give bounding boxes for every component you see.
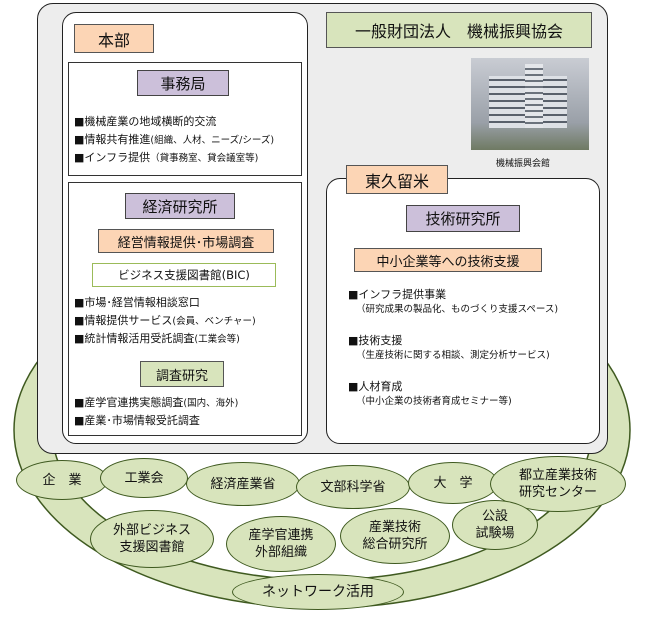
jimukyoku-title: 事務局 bbox=[137, 70, 229, 96]
partner-aist: 産業技術 総合研究所 bbox=[340, 508, 450, 564]
jimukyoku-list: ■機械産業の地域横断的交流 ■情報共有推進(組織、人材、ニーズ/シーズ) ■イン… bbox=[74, 113, 274, 167]
list-item: ■情報共有推進(組織、人材、ニーズ/シーズ) bbox=[74, 133, 275, 146]
keizai-list2: ■産学官連携実態調査(国内、海外) ■産業･市場情報受託調査 bbox=[74, 394, 238, 430]
list-item: ■統計情報活用受託調査(工業会等) bbox=[74, 332, 240, 345]
gijutsu-section: 中小企業等への技術支援 bbox=[354, 248, 542, 272]
list-item: ■産学官連携実態調査(国内、海外) bbox=[74, 396, 239, 409]
network-label: ネットワーク活用 bbox=[232, 574, 404, 610]
partner-toritsu: 都立産業技術 研究センター bbox=[490, 456, 626, 512]
list-item-note: （生産技術に関する相談、測定分析サービス) bbox=[356, 350, 550, 361]
keizai-title: 経済研究所 bbox=[125, 193, 235, 219]
honbu-title: 本部 bbox=[74, 24, 154, 53]
list-item-note: （研究成果の製品化、ものづくり支援スペース) bbox=[356, 304, 559, 315]
keizai-section1: 経営情報提供･市場調査 bbox=[98, 229, 274, 253]
keizai-box bbox=[68, 182, 302, 436]
higashikurume-title: 東久留米 bbox=[346, 165, 448, 194]
gijutsu-title: 技術研究所 bbox=[406, 205, 520, 232]
building-photo bbox=[471, 58, 589, 150]
list-item: ■インフラ提供（貸事務室、貸会議室等) bbox=[74, 151, 259, 164]
partner-sangakukan: 産学官連携 外部組織 bbox=[226, 516, 336, 572]
partner-gaibu-bic: 外部ビジネス 支援図書館 bbox=[90, 510, 214, 568]
partner-kosetsu: 公設 試験場 bbox=[452, 500, 538, 550]
keizai-list1: ■市場･経営情報相談窓口 ■情報提供サービス(会員、ベンチャー) ■統計情報活用… bbox=[74, 294, 256, 348]
keizai-section2: 調査研究 bbox=[140, 361, 224, 387]
org-name: 一般財団法人 機械振興協会 bbox=[326, 12, 592, 48]
partner-kigyo: 企 業 bbox=[16, 460, 108, 500]
list-item: ■市場･経営情報相談窓口 bbox=[74, 296, 200, 309]
list-item: ■インフラ提供事業 bbox=[348, 288, 447, 301]
bic-label: ビジネス支援図書館(BIC) bbox=[92, 263, 276, 287]
list-item: ■人材育成 bbox=[348, 380, 403, 393]
partner-meti: 経済産業省 bbox=[186, 462, 300, 506]
list-item: ■情報提供サービス(会員、ベンチャー) bbox=[74, 314, 256, 327]
list-item-note: （中小企業の技術者育成セミナー等) bbox=[356, 396, 512, 407]
partner-daigaku: 大 学 bbox=[408, 462, 498, 504]
partner-mext: 文部科学省 bbox=[296, 465, 410, 509]
list-item: ■機械産業の地域横断的交流 bbox=[74, 115, 217, 128]
building-tower bbox=[525, 64, 543, 128]
list-item: ■技術支援 bbox=[348, 334, 403, 347]
photo-caption: 機械振興会館 bbox=[496, 159, 551, 169]
list-item: ■産業･市場情報受託調査 bbox=[74, 414, 200, 427]
partner-kogyokai: 工業会 bbox=[100, 458, 188, 498]
gijutsu-list: ■インフラ提供事業 （研究成果の製品化、ものづくり支援スペース) ■技術支援 （… bbox=[348, 287, 558, 409]
